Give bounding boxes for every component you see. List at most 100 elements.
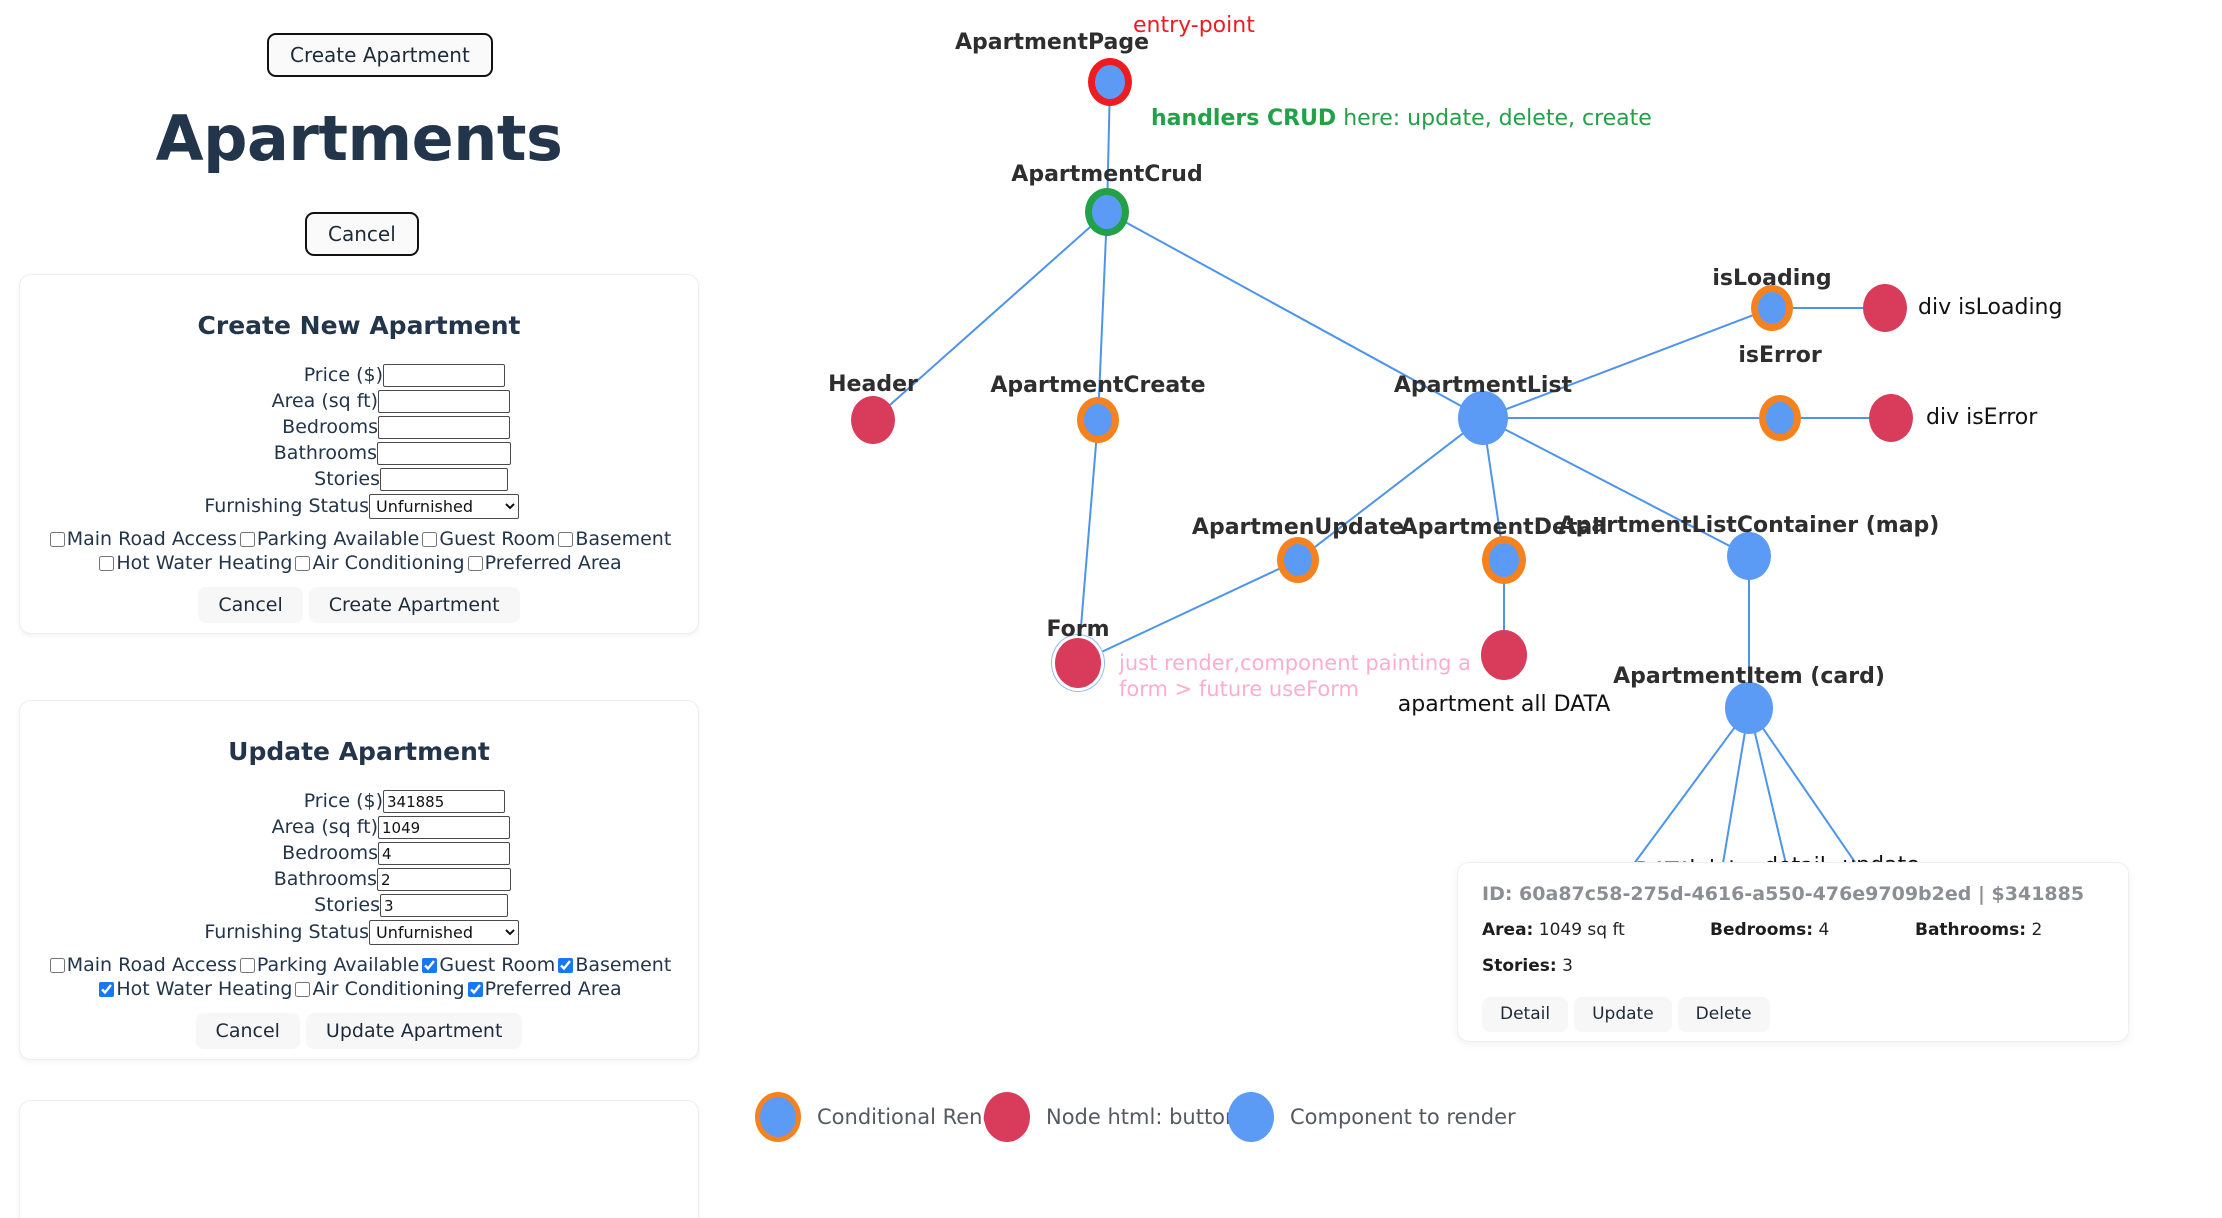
update-checkbox-basement[interactable]: Basement	[555, 954, 671, 976]
checkbox-input[interactable]	[99, 981, 115, 997]
checkbox-label: Preferred Area	[484, 551, 622, 574]
create-field-input[interactable]	[378, 390, 510, 413]
diagram-node-apartment-all-data[interactable]	[1481, 630, 1527, 680]
create-form-submit-button[interactable]: Create Apartment	[308, 586, 520, 624]
diagram-node-apartment-list[interactable]	[1458, 391, 1508, 445]
create-apartment-card: Create New Apartment Price ($)Area (sq f…	[19, 274, 699, 634]
create-field-input[interactable]	[380, 468, 508, 491]
diagram-node-form[interactable]	[1055, 638, 1101, 688]
apartment-detail-button[interactable]: Detail	[1482, 997, 1569, 1032]
create-furnishing-row: Furnishing StatusUnfurnishedSemi-Furnish…	[20, 494, 698, 519]
update-field-input[interactable]	[380, 894, 508, 917]
diagram-node-label: isError	[1738, 343, 1822, 368]
checkbox-input[interactable]	[239, 958, 255, 973]
diagram-node-apartmen-update[interactable]	[1277, 537, 1319, 583]
diagram-node-div-is-error[interactable]	[1869, 394, 1913, 442]
create-field-input[interactable]	[383, 364, 505, 387]
diagram-node-header[interactable]	[851, 396, 895, 444]
checkbox-label: Preferred Area	[484, 977, 622, 1000]
update-field-input[interactable]	[377, 868, 511, 891]
diagram-node-apartment-detail[interactable]	[1482, 536, 1526, 584]
create-checkbox-air-conditioning[interactable]: Air Conditioning	[292, 552, 465, 574]
create-field-label: Stories	[314, 467, 380, 490]
checkbox-input[interactable]	[295, 981, 311, 997]
checkbox-input[interactable]	[467, 981, 483, 997]
checkbox-label: Parking Available	[256, 528, 420, 550]
create-field-input[interactable]	[377, 442, 511, 465]
checkbox-input[interactable]	[295, 555, 311, 571]
next-apartment-card-partial	[19, 1100, 699, 1218]
update-form-submit-button[interactable]: Update Apartment	[305, 1012, 523, 1050]
update-checkbox-guest-room[interactable]: Guest Room	[419, 954, 555, 976]
update-checkbox-parking-available[interactable]: Parking Available	[237, 954, 419, 976]
create-furnishing-select[interactable]: UnfurnishedSemi-FurnishedFurnished	[369, 494, 519, 519]
checkbox-input[interactable]	[558, 532, 574, 547]
create-field-row: Area (sq ft)	[20, 390, 698, 413]
diagram-node-is-error[interactable]	[1759, 395, 1801, 441]
update-form-cancel-button[interactable]: Cancel	[195, 1012, 300, 1050]
checkbox-input[interactable]	[239, 532, 255, 547]
checkbox-input[interactable]	[422, 958, 438, 973]
create-checkbox-parking-available[interactable]: Parking Available	[237, 528, 419, 550]
update-furnishing-select[interactable]: UnfurnishedSemi-FurnishedFurnished	[369, 920, 519, 945]
legend-item: Conditional Render	[755, 1092, 1017, 1142]
update-checkbox-preferred-area[interactable]: Preferred Area	[465, 978, 622, 1000]
checkbox-label: Air Conditioning	[312, 977, 465, 1000]
diagram-edge	[1753, 731, 1791, 880]
diagram-node-apartment-list-container[interactable]	[1727, 532, 1771, 580]
diagram-edge	[1506, 314, 1753, 411]
update-field-input[interactable]	[378, 842, 510, 865]
update-field-input[interactable]	[378, 816, 510, 839]
checkbox-input[interactable]	[467, 555, 483, 571]
update-checkbox-air-conditioning[interactable]: Air Conditioning	[292, 977, 465, 1000]
checkbox-input[interactable]	[558, 958, 574, 973]
diagram-node-label: isLoading	[1712, 266, 1832, 291]
create-checkbox-hot-water-heating[interactable]: Hot Water Heating	[96, 552, 292, 574]
update-checkbox-hot-water-heating[interactable]: Hot Water Heating	[96, 978, 292, 1000]
diagram-node-label: apartment all DATA	[1397, 692, 1611, 717]
legend-label: Conditional Render	[817, 1105, 1018, 1129]
diagram-edge	[1485, 442, 1502, 539]
apartment-id-price: ID: 60a87c58-275d-4616-a550-476e9709b2ed…	[1482, 883, 2085, 905]
legend-item: Component to render	[1228, 1092, 1516, 1142]
diagram-node-label: ApartmentItem (card)	[1613, 664, 1885, 689]
create-checkbox-preferred-area[interactable]: Preferred Area	[465, 552, 622, 574]
create-furnishing-label: Furnishing Status	[204, 494, 369, 517]
update-field-row: Area (sq ft)	[20, 816, 698, 839]
checkbox-input[interactable]	[49, 532, 65, 547]
update-field-label: Bedrooms	[282, 841, 378, 864]
update-checkbox-main-road-access[interactable]: Main Road Access	[47, 954, 237, 976]
diagram-node-is-loading[interactable]	[1751, 285, 1793, 331]
diagram-node-apartment-crud[interactable]	[1085, 188, 1129, 236]
diagram-node-apartment-item[interactable]	[1725, 682, 1773, 734]
create-form-cancel-button[interactable]: Cancel	[198, 586, 303, 624]
cancel-top-button[interactable]: Cancel	[305, 212, 419, 256]
update-field-label: Price ($)	[303, 789, 383, 812]
checkbox-input[interactable]	[49, 958, 65, 973]
diagram-edge	[1097, 233, 1108, 400]
diagram-node-label: ApartmenUpdate	[1191, 515, 1405, 540]
update-field-row: Stories	[20, 894, 698, 917]
checkbox-input[interactable]	[99, 555, 115, 571]
create-checkbox-guest-room[interactable]: Guest Room	[419, 528, 555, 550]
create-field-input[interactable]	[378, 416, 510, 439]
crud-annotation-bold: handlers CRUD	[1151, 106, 1337, 131]
apartment-update-button[interactable]: Update	[1574, 997, 1672, 1032]
diagram-edge	[1314, 432, 1464, 549]
create-field-row: Bedrooms	[20, 416, 698, 439]
update-field-input[interactable]	[383, 790, 505, 813]
entry-point-annotation: entry-point	[1133, 13, 1255, 38]
diagram-edge	[1761, 727, 1869, 882]
legend-item: Node html: button	[984, 1092, 1238, 1142]
create-checkbox-basement[interactable]: Basement	[555, 528, 671, 550]
diagram-node-div-is-loading[interactable]	[1863, 284, 1907, 332]
create-checkbox-main-road-access[interactable]: Main Road Access	[47, 528, 237, 550]
create-apartment-top-button[interactable]: Create Apartment	[267, 33, 493, 77]
apartment-delete-button[interactable]: Delete	[1677, 997, 1770, 1032]
checkbox-input[interactable]	[422, 532, 438, 547]
diagram-node-apartment-create[interactable]	[1077, 397, 1119, 443]
diagram-edge	[1125, 221, 1462, 407]
diagram-node-label: ApartmentDetail	[1400, 515, 1608, 540]
diagram-node-apartment-page[interactable]	[1088, 58, 1132, 106]
